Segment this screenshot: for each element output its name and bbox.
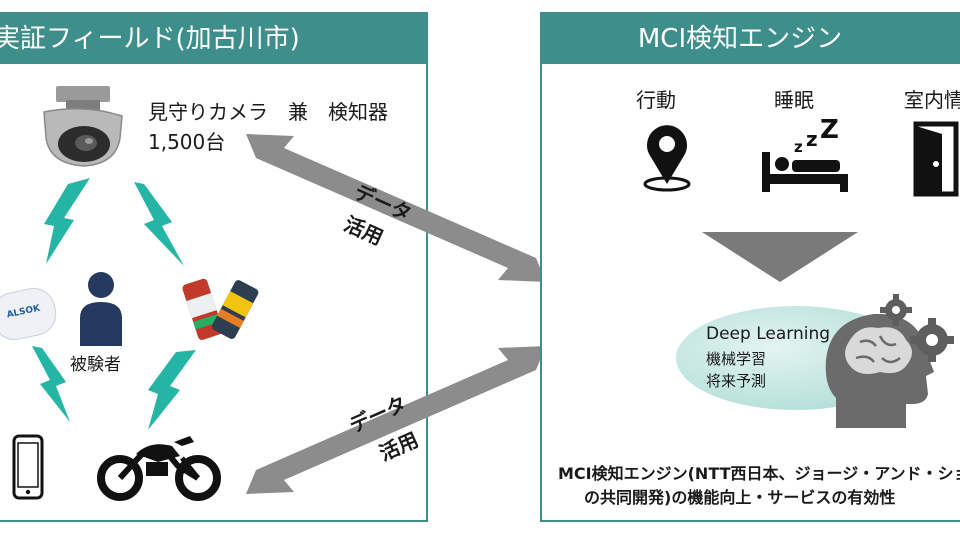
security-camera-icon xyxy=(43,86,123,167)
door-icon xyxy=(913,121,959,197)
camera-label: 見守りカメラ 兼 検知器 xyxy=(148,100,388,124)
drink-cans-icon xyxy=(182,278,259,340)
engine-panel-title: MCI検知エンジン xyxy=(542,14,960,64)
camera-count: 1,500台 xyxy=(148,130,226,154)
sleep-bed-icon: z z Z xyxy=(762,115,848,192)
lightning-icon xyxy=(32,346,70,422)
down-arrow-triangle xyxy=(702,232,858,282)
engine-line-machine-learning: 機械学習 xyxy=(706,350,767,368)
category-sleep: 睡眠 xyxy=(774,88,814,112)
lightning-icon xyxy=(44,178,90,264)
smartphone-icon xyxy=(12,434,44,500)
data-flow-arrow-top xyxy=(246,134,546,282)
svg-text:Z: Z xyxy=(820,115,839,145)
location-pin-icon xyxy=(643,125,691,192)
engine-line-deep-learning: Deep Learning xyxy=(706,324,831,344)
subject-label: 被験者 xyxy=(70,355,121,375)
category-behavior: 行動 xyxy=(636,88,676,112)
engine-line-prediction: 将来予測 xyxy=(706,372,767,390)
brain-head-gears-icon xyxy=(825,294,954,428)
data-flow-arrow-bottom xyxy=(246,346,546,494)
category-room-info: 室内情報 xyxy=(904,88,960,112)
svg-text:z: z xyxy=(806,127,818,151)
lightning-icon xyxy=(148,350,196,430)
engine-caption-line1: MCI検知エンジン(NTT西日本、ジョージ・アンド・ショーン xyxy=(558,464,960,483)
engine-panel: MCI検知エンジン xyxy=(540,12,960,522)
field-panel-title: 実証フィールド(加古川市) xyxy=(0,14,426,64)
tag-brand-label: ALSOK xyxy=(5,303,42,321)
lightning-icon xyxy=(134,182,184,266)
svg-text:z: z xyxy=(794,138,803,156)
engine-caption-line2: の共同開発)の機能向上・サービスの有効性 xyxy=(584,488,896,507)
person-icon xyxy=(80,272,122,346)
motorcycle-icon xyxy=(97,436,221,501)
